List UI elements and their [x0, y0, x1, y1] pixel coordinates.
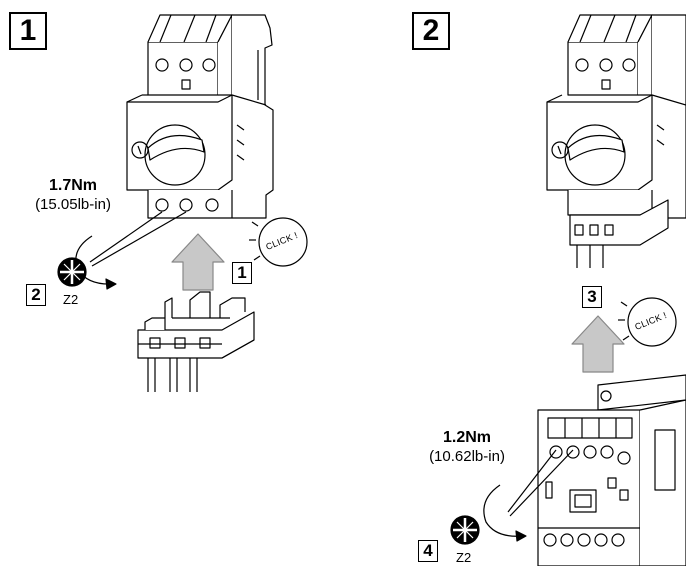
contactor	[537, 374, 686, 566]
screw-step-number: 4	[418, 540, 438, 562]
panel-step-number: 1	[9, 12, 47, 50]
panel-step-number: 2	[412, 12, 450, 50]
torque-spec: 1.7Nm (15.05lb-in)	[14, 176, 132, 215]
circuit-breaker-2	[546, 14, 686, 268]
pozidriv-screwdriver-icon	[57, 257, 87, 287]
screw-step-number: 2	[26, 284, 46, 306]
connector-1	[137, 291, 255, 392]
torque-lbin: (15.05lb-in)	[35, 196, 111, 213]
torque-spec: 1.2Nm (10.62lb-in)	[408, 428, 526, 467]
pozidriv-screwdriver-icon	[450, 515, 480, 545]
click-burst-icon	[249, 217, 308, 267]
torque-lines-2	[507, 449, 574, 517]
torque-lbin: (10.62lb-in)	[429, 448, 505, 465]
tool-label: Z2	[63, 292, 79, 307]
torque-nm: 1.7Nm	[48, 177, 98, 194]
click-burst-icon	[618, 297, 677, 347]
attach-step-number: 1	[232, 262, 252, 284]
torque-nm: 1.2Nm	[442, 429, 492, 446]
circuit-breaker-1	[126, 14, 274, 219]
torque-lines-1	[89, 211, 187, 267]
push-up-arrow-icon	[171, 233, 225, 291]
rotation-arrow-icon	[483, 484, 527, 542]
push-up-arrow-icon	[571, 315, 625, 373]
tool-label: Z2	[456, 550, 472, 565]
attach-step-number: 3	[582, 286, 602, 308]
